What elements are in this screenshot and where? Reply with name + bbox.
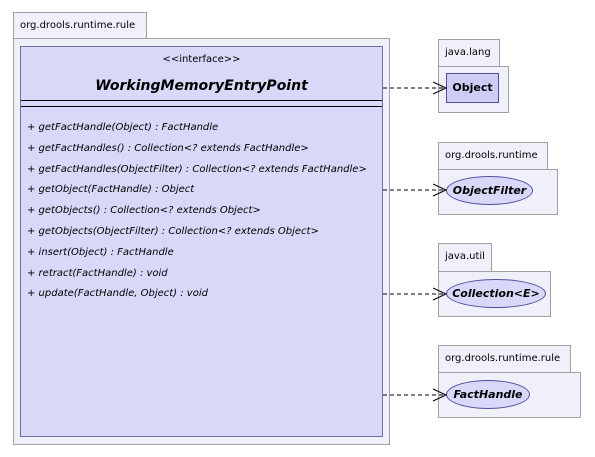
interface-stereotype: <<interface>> (162, 54, 241, 65)
package-java-lang-tab: java.lang (438, 39, 500, 67)
package-org-drools-runtime-tab: org.drools.runtime (438, 142, 548, 170)
package-org-drools-runtime-rule-tab: org.drools.runtime.rule (438, 345, 571, 373)
working-memory-entry-point-interface[interactable]: <<interface>> WorkingMemoryEntryPoint + … (20, 46, 383, 437)
arrowhead-object (432, 81, 448, 95)
method-item: + insert(Object) : FactHandle (27, 246, 174, 258)
arrowhead-fact-handle (432, 388, 448, 402)
attributes-divider-bottom (21, 106, 382, 107)
interface-name: WorkingMemoryEntryPoint (95, 78, 308, 94)
arrowhead-object-filter (432, 183, 448, 197)
method-item: + getObject(FactHandle) : Object (27, 184, 195, 196)
method-item: + getFactHandle(Object) : FactHandle (27, 122, 219, 133)
package-java-lang-name: java.lang (445, 47, 491, 58)
object-filter-name: ObjectFilter (452, 184, 527, 197)
package-org-drools-runtime-rule-name: org.drools.runtime.rule (445, 353, 561, 364)
method-item: + retract(FactHandle) : void (27, 267, 168, 279)
collection-interface-name: Collection<E> (452, 287, 540, 300)
method-item: + getObjects(ObjectFilter) : Collection<… (27, 225, 319, 237)
main-package-tab: org.drools.runtime.rule (13, 12, 147, 39)
method-item: + getObjects() : Collection<? extends Ob… (27, 205, 261, 217)
main-package-name: org.drools.runtime.rule (20, 20, 136, 31)
attributes-divider-top (21, 100, 382, 101)
package-org-drools-runtime-name: org.drools.runtime (445, 150, 538, 161)
object-filter-interface[interactable]: ObjectFilter (446, 176, 533, 205)
collection-interface[interactable]: Collection<E> (446, 279, 546, 308)
object-class[interactable]: Object (446, 73, 499, 103)
arrowhead-collection (432, 287, 448, 301)
method-item: + getFactHandles() : Collection<? extend… (27, 142, 309, 154)
package-java-util-name: java.util (445, 251, 485, 262)
object-class-name: Object (452, 81, 493, 94)
fact-handle-name: FactHandle (453, 388, 523, 401)
method-list: + getFactHandle(Object) : FactHandle + g… (27, 118, 367, 305)
method-item: + getFactHandles(ObjectFilter) : Collect… (27, 163, 367, 175)
package-java-util-tab: java.util (438, 243, 492, 272)
method-item: + update(FactHandle, Object) : void (27, 288, 208, 300)
fact-handle-interface[interactable]: FactHandle (446, 380, 530, 409)
